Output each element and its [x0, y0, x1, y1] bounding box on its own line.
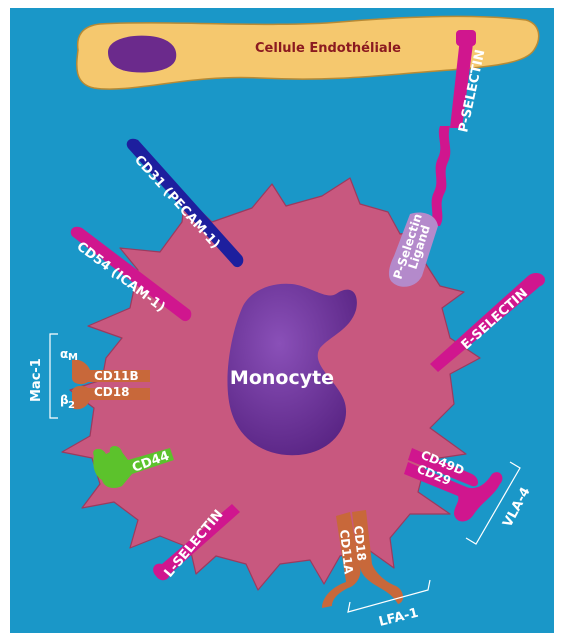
endothelial-nucleus — [108, 36, 176, 73]
diagram-frame: Cellule Endothéliale Monocyte P-SELECTIN… — [10, 8, 554, 633]
mac1-label: Mac-1 — [29, 358, 44, 402]
alpha-m-greek: α — [60, 347, 68, 361]
e-selectin-head — [527, 273, 545, 287]
adhesion-diagram: Cellule Endothéliale Monocyte P-SELECTIN… — [10, 8, 554, 633]
monocyte-label: Monocyte — [230, 367, 334, 389]
p-selectin-head — [456, 30, 476, 46]
beta2-sub: 2 — [68, 400, 75, 411]
cd18-mac1-label: CD18 — [94, 385, 129, 399]
endothelial-cell-label: Cellule Endothéliale — [255, 41, 401, 56]
cd11b-label: CD11B — [94, 369, 139, 383]
alpha-m-sub: M — [68, 352, 78, 363]
